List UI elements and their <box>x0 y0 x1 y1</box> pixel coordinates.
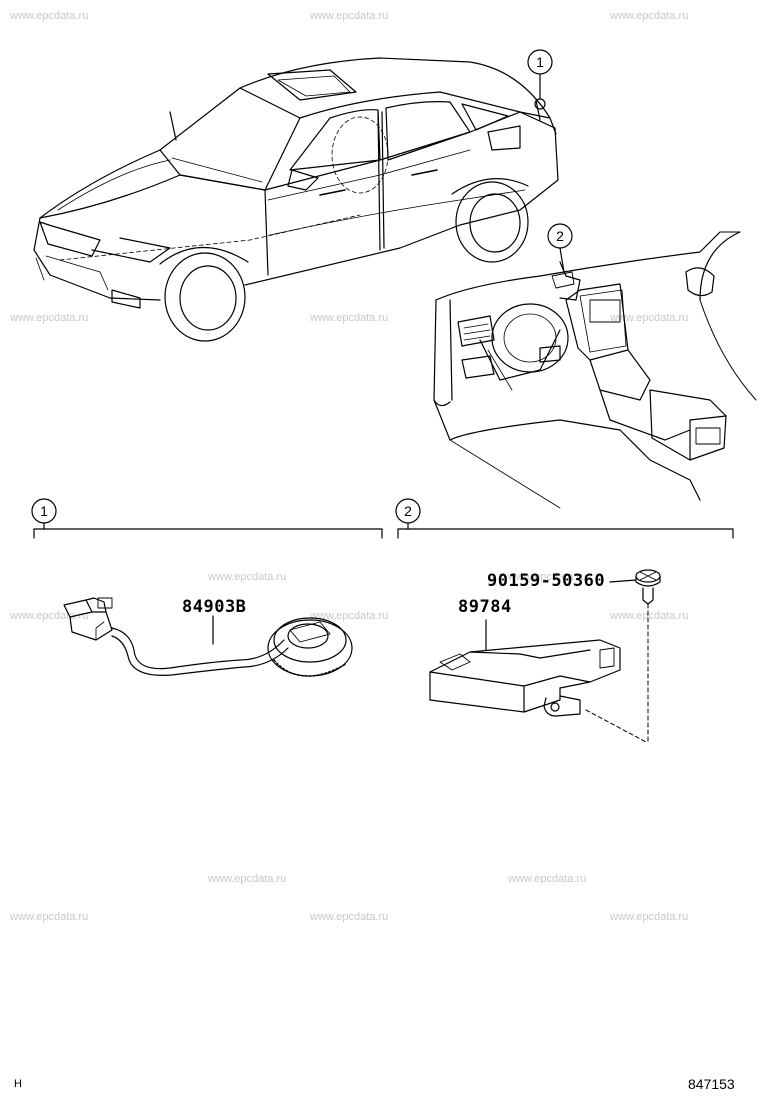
car-illustration <box>33 57 559 342</box>
callout-2-top: 2 <box>547 223 573 249</box>
watermark: www.epcdata.ru <box>310 911 389 923</box>
watermark: www.epcdata.ru <box>10 610 89 622</box>
callout-label: 2 <box>404 503 412 519</box>
watermark: www.epcdata.ru <box>610 911 689 923</box>
callout-label: 2 <box>556 228 564 244</box>
watermark: www.epcdata.ru <box>208 873 287 885</box>
watermark: www.epcdata.ru <box>10 10 89 22</box>
watermark: www.epcdata.ru <box>310 610 389 622</box>
module-89784-drawing <box>429 619 647 743</box>
watermark: www.epcdata.ru <box>10 312 89 324</box>
sensor-84903b-drawing <box>63 597 353 677</box>
watermark: www.epcdata.ru <box>310 312 389 324</box>
part-number-sensor[interactable]: 84903B <box>182 597 247 617</box>
bolt-90159-50360-drawing <box>609 569 661 745</box>
callout-label: 1 <box>40 503 48 519</box>
footer-code: H <box>14 1078 22 1090</box>
callout-label: 1 <box>536 54 544 70</box>
diagram-number: 847153 <box>688 1076 735 1092</box>
watermark: www.epcdata.ru <box>208 571 287 583</box>
watermark: www.epcdata.ru <box>310 10 389 22</box>
part-number-module[interactable]: 89784 <box>458 597 512 617</box>
dashboard-illustration <box>433 231 757 509</box>
section-brackets <box>33 523 734 539</box>
watermark: www.epcdata.ru <box>610 312 689 324</box>
callout-2-section: 2 <box>395 498 421 524</box>
watermark: www.epcdata.ru <box>10 911 89 923</box>
watermark: www.epcdata.ru <box>610 10 689 22</box>
watermark: www.epcdata.ru <box>610 610 689 622</box>
part-number-bolt[interactable]: 90159-50360 <box>487 571 606 591</box>
watermark: www.epcdata.ru <box>508 571 587 583</box>
callout-1-section: 1 <box>31 498 57 524</box>
callout-1-top: 1 <box>527 49 553 75</box>
watermark: www.epcdata.ru <box>508 873 587 885</box>
